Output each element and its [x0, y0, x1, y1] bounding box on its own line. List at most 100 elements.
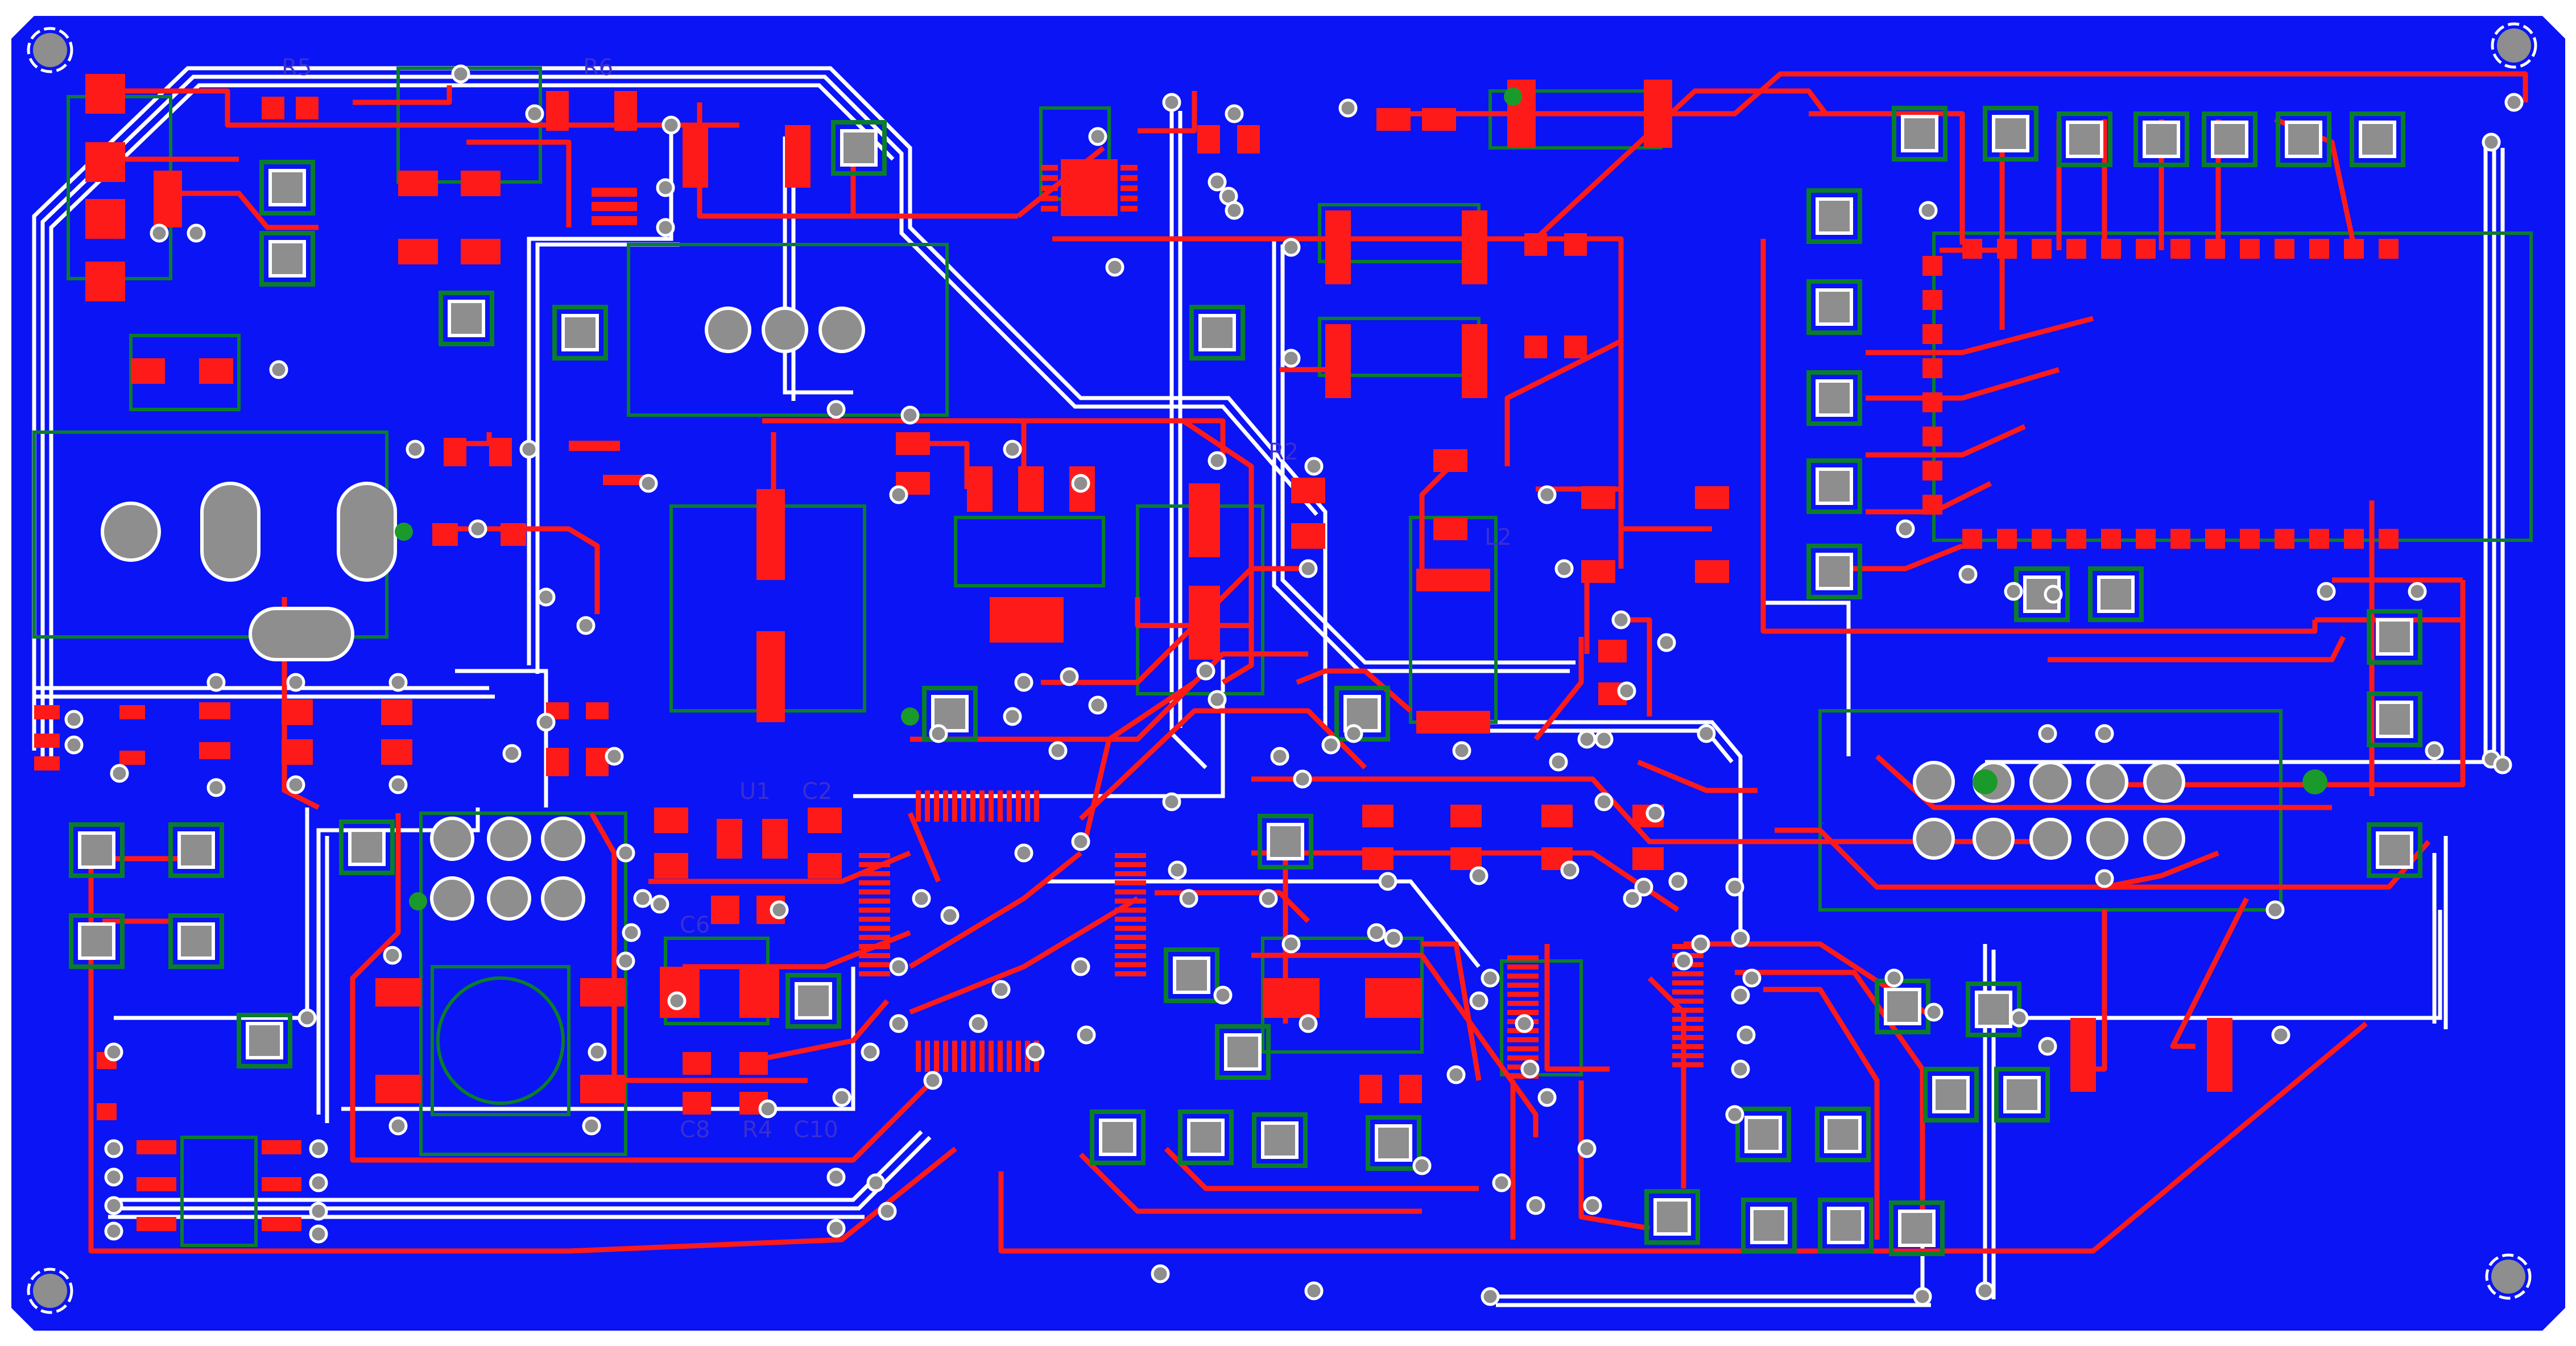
smd-pad-92	[739, 967, 779, 1018]
th-square-pad-17	[1816, 379, 1853, 417]
qfp1-top-pin-2	[934, 790, 939, 822]
via-159	[1088, 127, 1107, 146]
smd-pad-120	[262, 1217, 301, 1231]
via-58	[1515, 1014, 1534, 1033]
th-round-pad-2	[818, 307, 865, 353]
th-square-outline-19	[1806, 544, 1862, 599]
qfp1-left-pin-0	[859, 853, 890, 858]
copper-trace-4	[466, 139, 572, 227]
via-166	[468, 519, 487, 539]
smd-pad-20	[592, 202, 637, 211]
white-trace-34	[783, 136, 853, 395]
th-square-pad-24	[2376, 831, 2413, 869]
via-31	[1549, 752, 1568, 772]
smd-pad-105	[1362, 805, 1394, 827]
qfp1-left-pin-11	[859, 953, 890, 958]
th-square-pad-3	[561, 314, 599, 351]
smd-pad-27	[501, 523, 526, 546]
module-top-pad-8	[2240, 239, 2260, 259]
copper-trace-55	[1078, 1152, 1422, 1214]
copper-trace-6	[850, 142, 1018, 219]
via-32	[1270, 747, 1289, 766]
marker-dot-3	[409, 892, 427, 910]
smd-pad-75	[282, 699, 313, 725]
via-142	[2408, 582, 2427, 601]
silk-outline-19	[431, 965, 570, 1116]
soic2-pin-9	[1672, 1026, 1703, 1031]
smd-pad-52	[1524, 336, 1547, 358]
th-round-pad-16	[2029, 818, 2071, 860]
th-square-outline-18	[1806, 458, 1862, 514]
th-square-pad-35	[1099, 1119, 1136, 1156]
via-59	[1520, 1059, 1540, 1079]
via-87	[206, 778, 226, 797]
smd-pad-87	[808, 807, 842, 833]
smd-pad-66	[1376, 108, 1405, 131]
smd-pad-0	[85, 74, 125, 114]
smd-pad-47	[1644, 80, 1672, 148]
qfp1-bottom-pin-6	[970, 1041, 975, 1072]
qfp1-right-pin-2	[1115, 871, 1146, 876]
smd-pad-101	[1263, 978, 1320, 1018]
soic2-pin-10	[1672, 1035, 1703, 1040]
smd-pad-84	[654, 853, 688, 879]
white-trace-8	[1280, 245, 1576, 665]
smd-pad-16	[614, 91, 637, 131]
th-square-pad-33	[1224, 1033, 1262, 1071]
smd-pad-102	[1365, 978, 1422, 1018]
via-13	[889, 485, 908, 504]
via-48	[991, 980, 1011, 999]
white-trace-18	[108, 1136, 932, 1211]
via-66	[861, 1042, 880, 1062]
via-56	[1481, 968, 1500, 988]
copper-trace-81	[907, 812, 941, 883]
th-square-pad-10	[2066, 121, 2103, 158]
via-17	[1196, 661, 1215, 681]
th-square-outline-12	[2202, 111, 2257, 167]
module-left-pad-7	[1922, 495, 1942, 515]
smd-pad-40	[1291, 478, 1325, 503]
module-bottom-pad-12	[2379, 529, 2399, 549]
module-top-pad-6	[2170, 239, 2190, 259]
via-101	[104, 1139, 123, 1158]
via-22	[1338, 98, 1358, 118]
via-119	[1725, 1105, 1744, 1124]
soic2-pin-6	[1672, 999, 1703, 1004]
smd-pad-60	[1581, 560, 1615, 583]
via-16	[1071, 474, 1090, 493]
th-square-pad-32	[1173, 956, 1210, 994]
via-62	[1583, 1196, 1602, 1215]
qfn-right-pin-0	[1120, 165, 1138, 171]
th-square-pad-6	[931, 695, 969, 732]
via-143	[2271, 1025, 2290, 1045]
via-8	[406, 440, 425, 459]
module-bottom-pad-1	[1997, 529, 2017, 549]
smd-pad-82	[586, 702, 609, 719]
th-square-outline-34	[1258, 814, 1313, 869]
module-left-pad-0	[1922, 256, 1942, 276]
module-top-pad-1	[1997, 239, 2017, 259]
white-trace-2	[49, 83, 895, 768]
th-square-pad-26	[177, 831, 215, 869]
qfn-left-pin-0	[1041, 165, 1058, 171]
via-15	[1003, 440, 1022, 459]
via-71	[770, 900, 789, 920]
via-0	[451, 64, 470, 84]
via-104	[309, 1224, 328, 1244]
via-110	[1975, 1281, 1995, 1301]
circle-icon	[33, 1274, 67, 1308]
copper-trace-26	[1866, 367, 2060, 401]
smd-pad-100	[580, 1075, 626, 1103]
copper-trace-9	[1138, 91, 1197, 134]
label-c10: C10	[793, 1117, 838, 1143]
qfp1-bottom-pin-0	[916, 1041, 921, 1072]
smd-pad-98	[580, 978, 626, 1007]
soic2-pin-11	[1672, 1044, 1703, 1049]
smd-pad-45	[1462, 324, 1487, 398]
via-45	[889, 1014, 908, 1033]
qfp1-right-pin-0	[1115, 853, 1146, 858]
label-r4: R4	[742, 1117, 772, 1143]
vias	[64, 64, 2524, 1306]
white-trace-32	[1763, 600, 1851, 756]
th-square-outline-33	[1215, 1024, 1271, 1080]
